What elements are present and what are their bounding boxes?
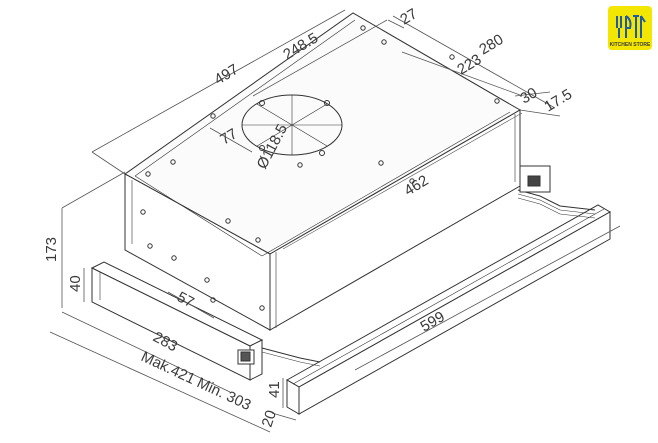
front-panel-left [90,261,264,381]
dim-497: 497 [211,61,241,88]
dim-40: 40 [67,275,84,292]
hood-body [124,12,521,331]
dim-17-5: 17.5 [541,86,575,116]
dim-173: 173 [43,237,60,262]
logo-text: KITCHEN STORE [610,42,651,48]
dim-280: 280 [476,31,506,58]
front-trim-bar [285,204,612,415]
dim-41: 41 [266,381,283,398]
dimension-lines [49,9,621,433]
duct-outlet [241,94,343,156]
dim-57: 57 [174,289,197,312]
kitchen-store-logo: KITCHEN STORE [608,6,652,50]
dim-30: 30 [517,84,540,107]
kitchen-store-logo-icon: KITCHEN STORE [610,15,651,48]
slide-rails [261,165,596,367]
dim-20: 20 [259,408,280,429]
dim-27: 27 [397,5,420,28]
dim-77: 77 [217,125,240,148]
mounting-holes [140,25,500,311]
